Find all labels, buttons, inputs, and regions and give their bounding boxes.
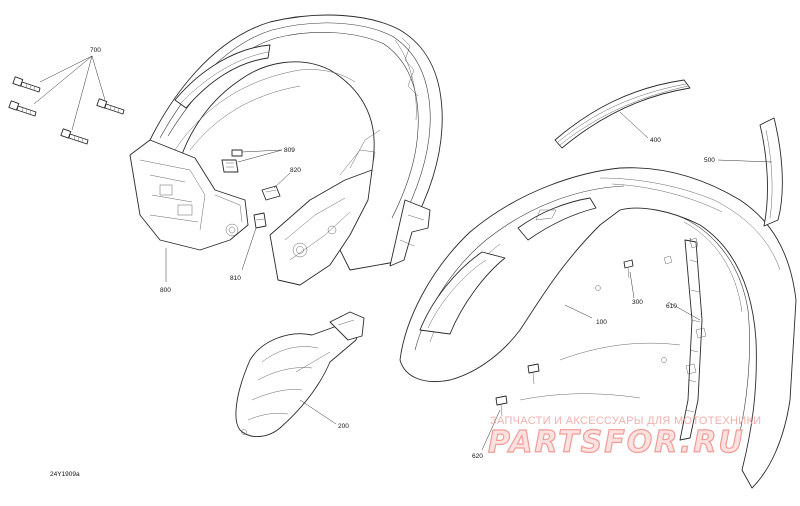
bolt-700-c	[96, 98, 125, 115]
screw-620-a	[527, 363, 540, 385]
drawing-id: 24Y1909a	[50, 471, 80, 478]
trim-strip-400	[554, 79, 691, 149]
screw-300	[623, 259, 634, 279]
shield-500	[759, 117, 783, 227]
inner-mount-plate	[269, 129, 381, 286]
screw-620-b	[495, 395, 508, 417]
callout-200: 200	[338, 423, 349, 430]
bolt-700-d	[60, 128, 89, 145]
clip-810	[253, 212, 267, 229]
clip-809	[221, 149, 243, 173]
rear-fender-100	[399, 167, 797, 489]
bolt-set-700	[8, 55, 125, 145]
watermark-tagline: ЗАПЧАСТИ И АКСЕССУАРЫ ДЛЯ МОТОТЕХНИКИ	[490, 415, 761, 427]
bolt-700-b	[8, 100, 37, 117]
callout-700: 700	[90, 47, 101, 54]
callout-500: 500	[704, 157, 715, 164]
callout-300: 300	[632, 299, 643, 306]
clip-820	[261, 185, 281, 201]
splash-guard-200	[235, 311, 365, 437]
bolt-700-a	[12, 76, 41, 93]
watermark-brand: PARTSFOR.RU	[488, 425, 745, 460]
front-fender-shell	[149, 14, 443, 271]
callout-610: 610	[666, 303, 677, 310]
fender-bracket-800	[129, 139, 249, 251]
callout-809: 809	[284, 147, 295, 154]
callout-400: 400	[650, 137, 661, 144]
callout-620: 620	[472, 453, 483, 460]
callout-800: 800	[160, 287, 171, 294]
callout-100: 100	[596, 319, 607, 326]
callout-810: 810	[230, 275, 241, 282]
callout-820: 820	[290, 167, 301, 174]
